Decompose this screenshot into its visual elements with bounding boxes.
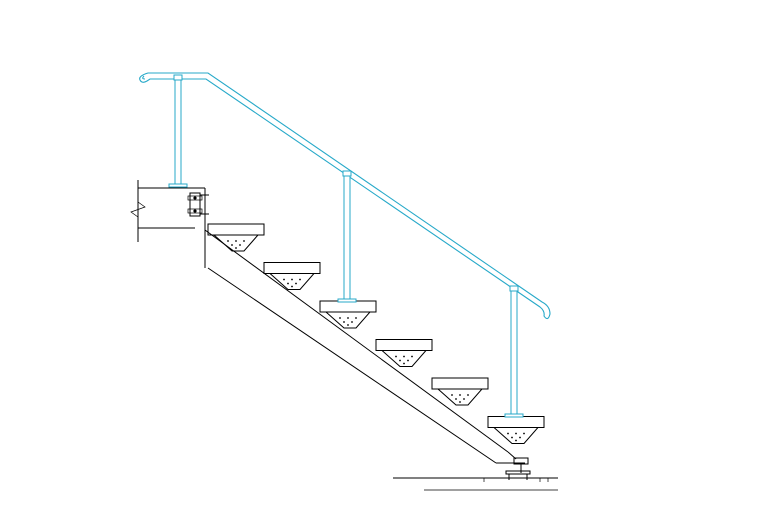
railing-posts [168,74,524,418]
bolt-dot [515,439,517,442]
tread-bracket [324,311,372,329]
tread-bracket [212,234,260,252]
tread-board [263,262,321,274]
tread-bracket [268,273,316,290]
bolt-dot [407,359,409,362]
tread-bracket [492,427,540,444]
bolt-dot [299,278,301,281]
tread-board [431,377,489,390]
tread-board [319,300,377,313]
post-cap [173,74,183,81]
bolt-dot [395,355,397,358]
post-shaft [174,77,182,185]
bolt-dot [347,324,349,326]
post-2 [337,170,357,303]
tread-board [487,416,545,428]
bolt-dot [351,321,353,323]
post-shaft [510,288,518,415]
handrail [139,72,551,320]
bolt-dot [459,394,461,396]
bolt-dot [399,359,401,362]
bolt-dot [403,355,405,358]
bolt-dot [295,282,297,285]
bolt-dot [355,317,357,319]
tread-4 [375,339,433,367]
bolt-dot [243,240,245,242]
stair-treads [207,223,545,444]
bolt-dot [227,240,229,242]
bolt-dot [291,278,293,281]
tread-bracket [436,388,484,406]
bolt-dot [463,398,465,400]
post-cap [342,170,352,177]
bolt-dot [519,436,521,439]
post-shaft [343,173,351,300]
ground-floor-line [393,477,558,491]
bolt-dot [511,436,513,439]
bolt-dot [403,362,405,365]
bolt-dot [287,282,289,285]
tread-6 [487,416,545,444]
post-base-plate [504,413,524,418]
tread-5 [431,377,489,406]
bolt-dot [231,244,233,246]
bolt-dot [343,321,345,323]
tread-board [207,223,265,236]
tread-bracket [380,350,428,367]
bolt-dot [467,394,469,396]
bolt-dot [283,278,285,281]
bolt-dot [459,401,461,403]
bolt-dot [347,317,349,319]
landing-bolt-connection [187,192,209,217]
stair-stringer [204,229,525,464]
post-cap [509,285,519,292]
bolt-dot [239,244,241,246]
tread-board [375,339,433,351]
bolt-dot [451,394,453,396]
upper-landing-slab [130,180,206,268]
tread-2 [263,262,321,290]
bolt-dot [455,398,457,400]
bolt-dot [523,432,525,435]
post-base-plate [168,183,188,188]
bolt-dot [291,285,293,288]
tread-1 [207,223,265,252]
bolt-dot [235,247,237,249]
bolt-dot [411,355,413,358]
stringer-base-plate [505,457,531,480]
bolt-dot [515,432,517,435]
tread-3 [319,300,377,329]
bolt-dot [235,240,237,242]
post-3 [504,285,524,418]
bolt-dot [507,432,509,435]
bolt-dot [339,317,341,319]
post-1 [168,74,188,188]
post-base-plate [337,298,357,303]
